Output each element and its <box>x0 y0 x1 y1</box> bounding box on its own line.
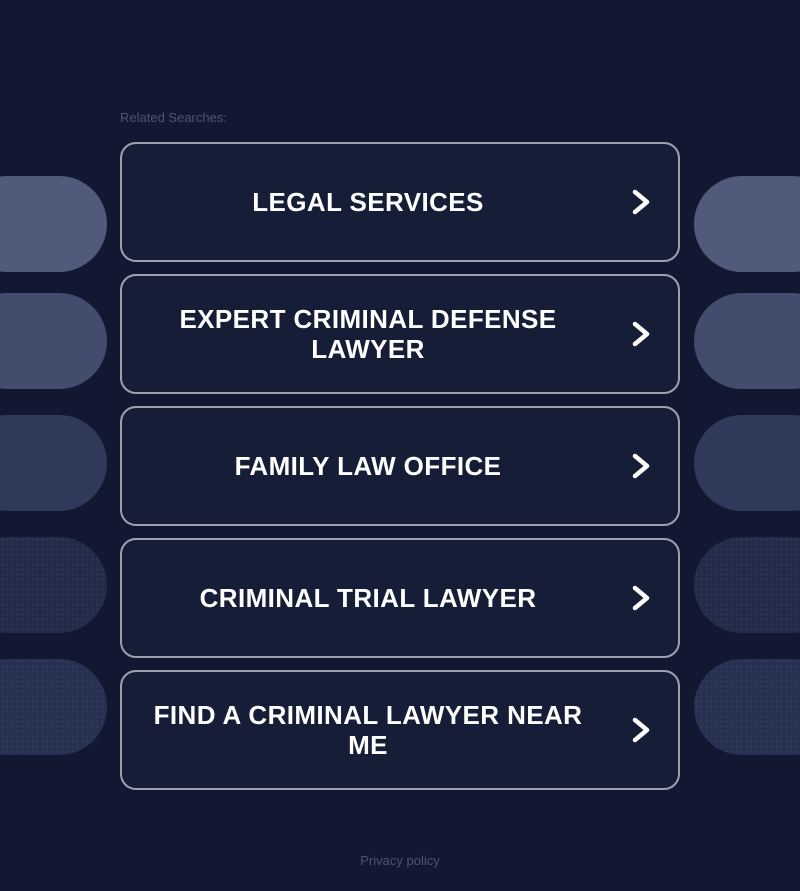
decorative-pill <box>694 537 800 633</box>
button-label: FIND A CRIMINAL LAWYER NEAR ME <box>153 700 583 760</box>
button-label: LEGAL SERVICES <box>252 187 484 217</box>
decorative-pill <box>0 176 107 272</box>
decorative-pill <box>694 293 800 389</box>
related-search-button-expert-criminal-defense-lawyer[interactable]: EXPERT CRIMINAL DEFENSE LAWYER <box>120 274 680 394</box>
decorative-pill <box>694 415 800 511</box>
chevron-right-icon <box>630 585 652 611</box>
decorative-pill <box>0 537 107 633</box>
button-label: FAMILY LAW OFFICE <box>234 451 502 481</box>
related-search-button-legal-services[interactable]: LEGAL SERVICES <box>120 142 680 262</box>
privacy-policy-link[interactable]: Privacy policy <box>360 853 440 868</box>
chevron-right-icon <box>630 717 652 743</box>
decorative-pill <box>694 659 800 755</box>
related-searches-list: LEGAL SERVICES EXPERT CRIMINAL DEFENSE L… <box>120 142 680 802</box>
related-search-button-criminal-trial-lawyer[interactable]: CRIMINAL TRIAL LAWYER <box>120 538 680 658</box>
related-search-button-find-a-criminal-lawyer-near-me[interactable]: FIND A CRIMINAL LAWYER NEAR ME <box>120 670 680 790</box>
decorative-pill <box>0 293 107 389</box>
button-label: EXPERT CRIMINAL DEFENSE LAWYER <box>179 304 557 364</box>
related-search-button-family-law-office[interactable]: FAMILY LAW OFFICE <box>120 406 680 526</box>
related-searches-label: Related Searches: <box>120 110 227 125</box>
chevron-right-icon <box>630 189 652 215</box>
chevron-right-icon <box>630 453 652 479</box>
decorative-pill <box>0 659 107 755</box>
decorative-pill <box>694 176 800 272</box>
chevron-right-icon <box>630 321 652 347</box>
decorative-pill <box>0 415 107 511</box>
button-label: CRIMINAL TRIAL LAWYER <box>199 583 537 613</box>
